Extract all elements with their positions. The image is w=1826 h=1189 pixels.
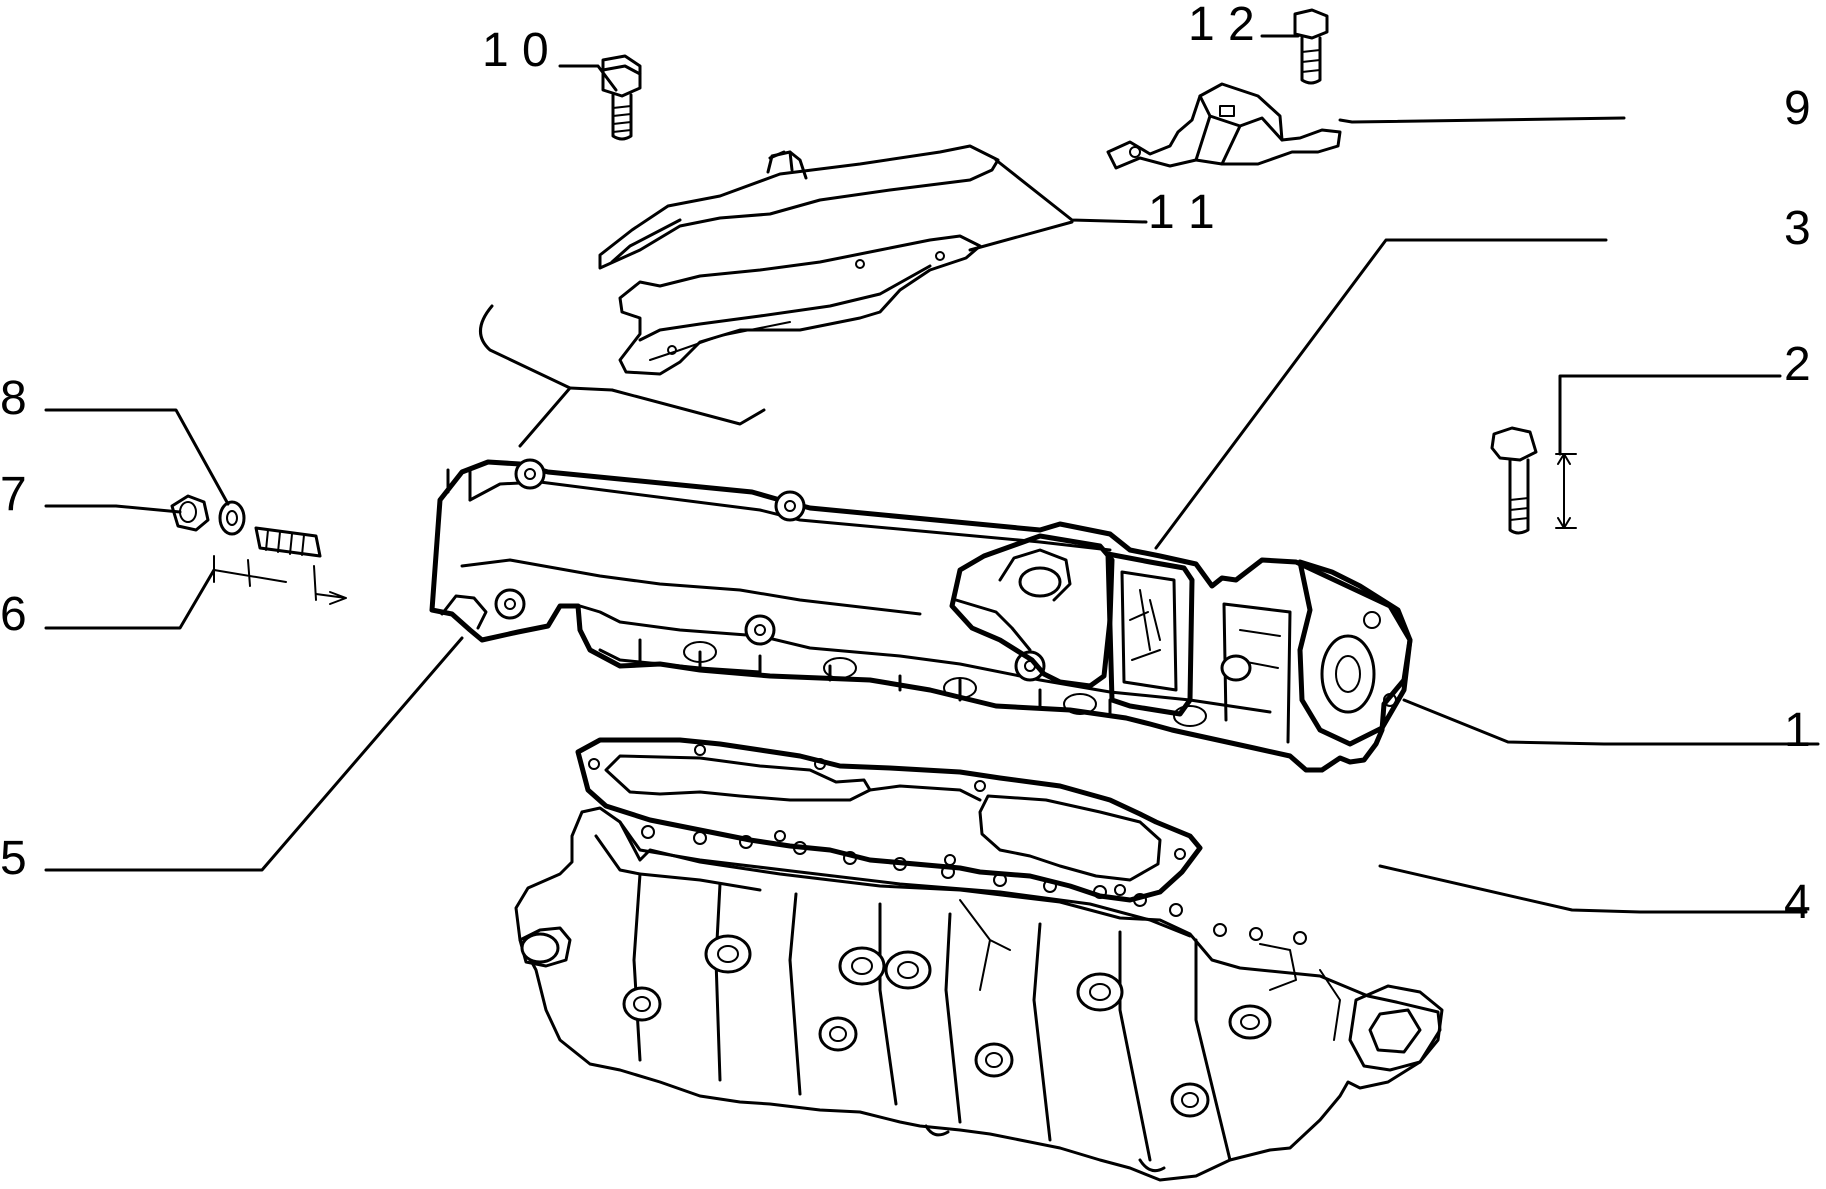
part-2-bolt (1490, 426, 1577, 535)
callout-9: 9 (1784, 82, 1811, 135)
callout-8: 8 (0, 372, 27, 425)
part-9-bracket (1106, 82, 1342, 170)
part-11-lower-gasket (618, 234, 982, 376)
part-8-washer (218, 500, 246, 536)
part-10-bolt (601, 54, 642, 141)
callout-12: 1 2 (1188, 0, 1255, 51)
callout-3: 3 (1784, 202, 1811, 255)
callout-4: 4 (1784, 876, 1811, 929)
callout-11: 1 1 (1148, 186, 1215, 239)
callout-2: 2 (1784, 338, 1811, 391)
part-4-gasket (575, 737, 1203, 903)
callout-labels: 1 2 3 4 5 6 7 8 9 1 0 1 1 1 2 (0, 0, 1811, 929)
part-7-nut (170, 494, 210, 532)
callout-7: 7 (0, 468, 27, 521)
callout-10: 1 0 (482, 24, 549, 77)
cylinder-head-block (514, 806, 1444, 1182)
part-12-bolt (1293, 8, 1329, 85)
callout-1: 1 (1784, 704, 1811, 757)
part-1-head-cover (429, 458, 1413, 773)
part-6-stud (213, 526, 347, 605)
breather-hose-line (479, 304, 766, 448)
callout-6: 6 (0, 588, 27, 641)
leader-lines (44, 34, 1820, 914)
callout-5: 5 (0, 832, 27, 885)
part-11-upper-gasket (598, 144, 1000, 270)
